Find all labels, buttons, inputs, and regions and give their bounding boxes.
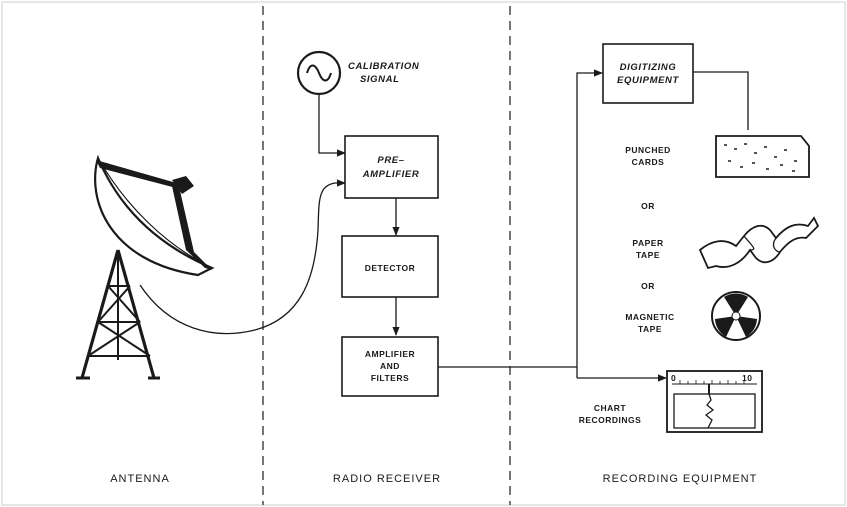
magnetic-tape-label-1: MAGNETIC xyxy=(625,312,674,322)
digitizing-equipment-block xyxy=(602,43,694,104)
sine-wave-icon xyxy=(306,64,332,82)
amplifier-filters-block xyxy=(341,336,439,397)
paper-tape-label-2: TAPE xyxy=(636,250,660,260)
digitizing-label-1: DIGITIZING xyxy=(620,62,677,73)
calibration-label-1: CALIBRATION xyxy=(348,61,420,72)
punched-cards-label-1: PUNCHED xyxy=(625,145,671,155)
calibration-connector xyxy=(318,94,346,157)
calibration-label-2: SIGNAL xyxy=(360,74,400,85)
detector-block xyxy=(341,235,439,298)
punched-cards-label-2: CARDS xyxy=(632,157,665,167)
amplifier-label-3: FILTERS xyxy=(371,373,409,383)
digitizing-label-2: EQUIPMENT xyxy=(617,75,679,86)
chart-recorder-icon xyxy=(666,370,763,433)
to-digitizing-line xyxy=(576,69,603,378)
amplifier-label-1: AMPLIFIER xyxy=(365,349,415,359)
punched-card-icon xyxy=(715,135,810,178)
section-label-recording-equipment: RECORDING EQUIPMENT xyxy=(603,473,758,485)
magnetic-tape-label-2: TAPE xyxy=(638,324,662,334)
paper-tape-icon xyxy=(698,216,820,270)
preamplifier-label-1: PRE– xyxy=(377,155,404,166)
or-label-2: OR xyxy=(641,281,655,291)
preamplifier-label-2: AMPLIFIER xyxy=(362,169,420,180)
section-label-antenna: ANTENNA xyxy=(110,473,170,485)
section-label-radio-receiver: RADIO RECEIVER xyxy=(333,473,441,485)
preamplifier-block xyxy=(344,135,439,199)
antenna-icon xyxy=(76,154,215,380)
amplifier-label-2: AND xyxy=(380,361,400,371)
digitizing-output-line xyxy=(693,71,749,130)
paper-tape-label-1: PAPER xyxy=(632,238,663,248)
chart-scale-max: 10 xyxy=(742,373,752,383)
chart-scale-min: 0 xyxy=(671,373,676,383)
chart-recordings-label-1: CHART xyxy=(594,403,627,413)
chart-recordings-label-2: RECORDINGS xyxy=(579,415,642,425)
antenna-cable xyxy=(139,179,346,335)
or-label-1: OR xyxy=(641,201,655,211)
detector-label: DETECTOR xyxy=(365,263,416,273)
magnetic-tape-reel-icon xyxy=(711,291,761,341)
